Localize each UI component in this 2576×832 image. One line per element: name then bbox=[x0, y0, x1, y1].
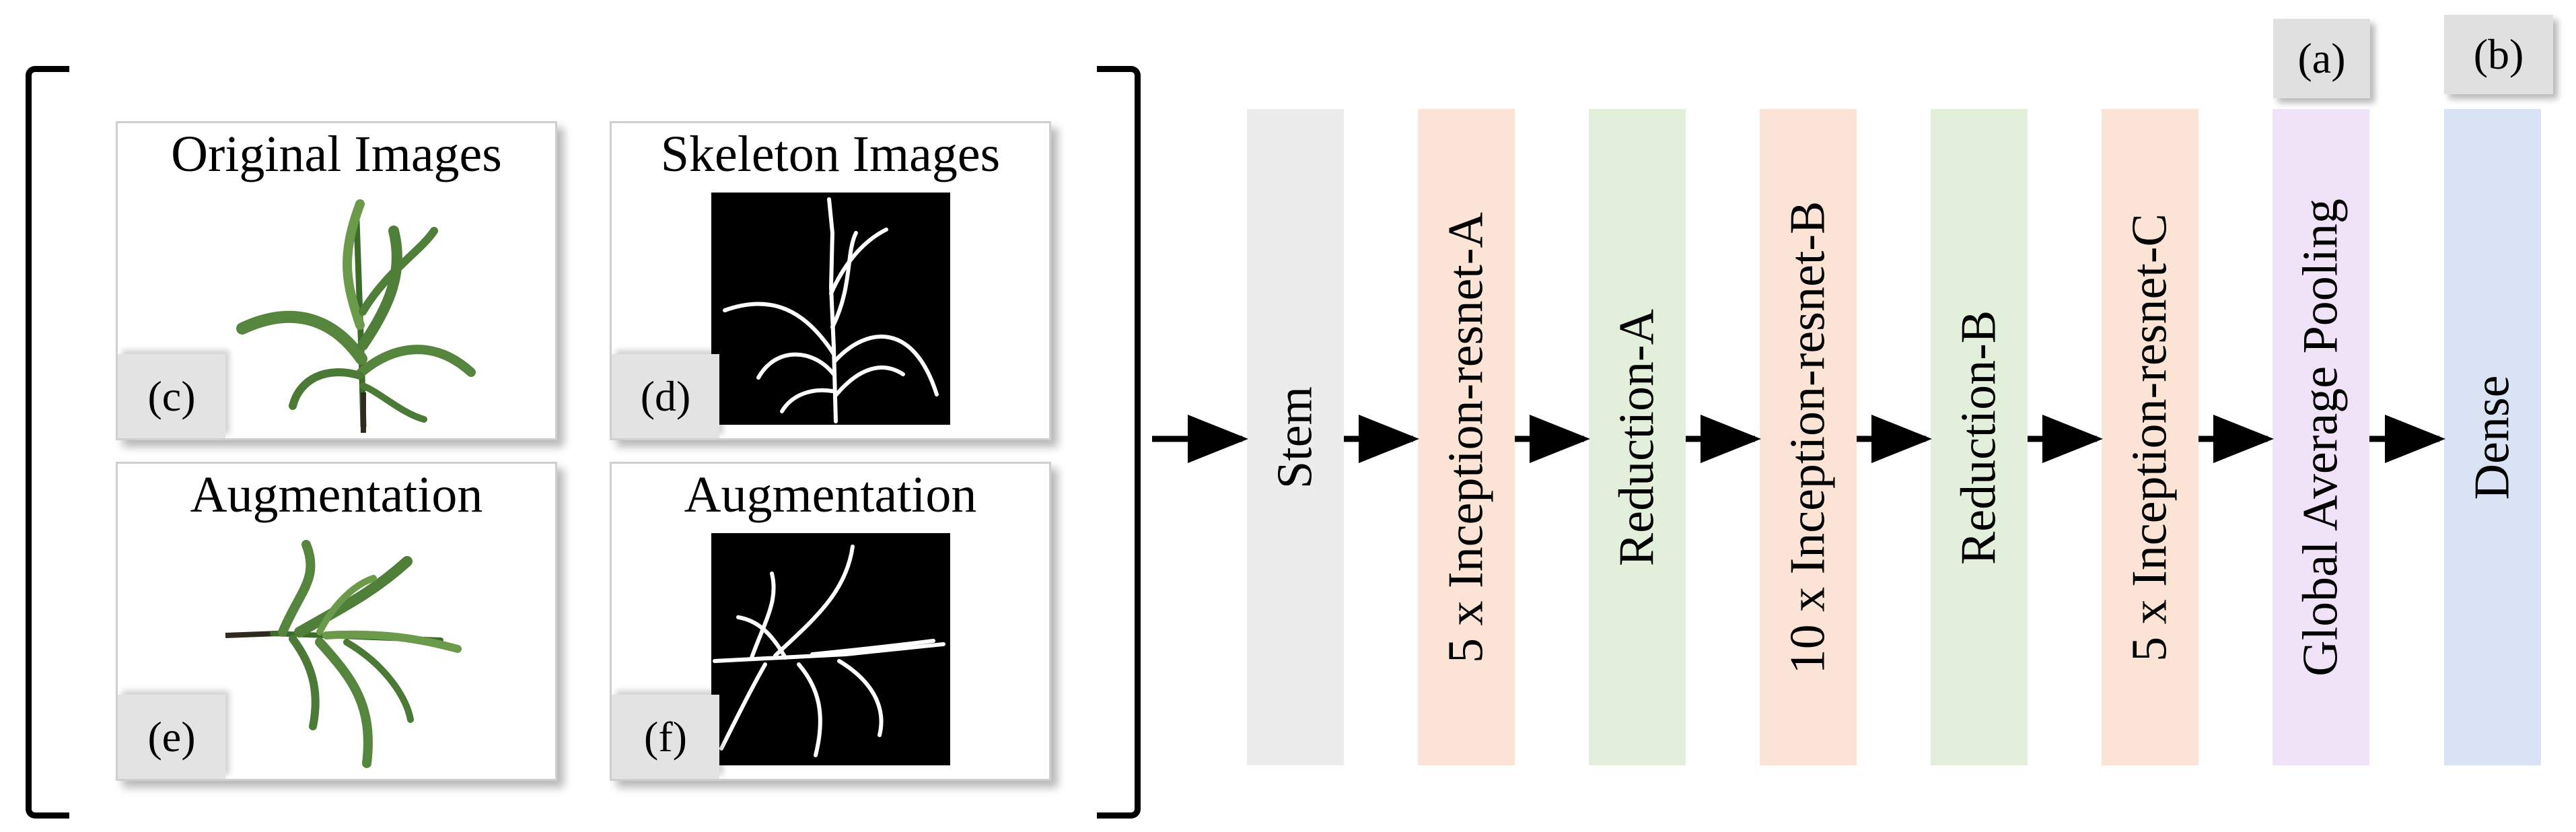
skeleton-image bbox=[711, 193, 950, 425]
block-inception-resnet-c: 5 x Inception-resnet-C bbox=[2102, 109, 2198, 765]
plant-photo bbox=[236, 199, 476, 433]
panel-tag-e: (e) bbox=[118, 695, 225, 779]
right-bracket bbox=[1097, 66, 1141, 819]
block-dense: Dense bbox=[2444, 109, 2541, 765]
block-inception-resnet-b: 10 x Inception-resnet-B bbox=[1760, 109, 1857, 765]
panel-tag-f: (f) bbox=[612, 695, 719, 779]
caption-b: (b) bbox=[2444, 15, 2553, 94]
block-stem: Stem bbox=[1247, 109, 1344, 765]
caption-a: (a) bbox=[2273, 19, 2370, 98]
panel-title: Augmentation bbox=[684, 466, 977, 523]
panel-title: Augmentation bbox=[190, 466, 483, 523]
panel-augmentation-skeleton: Augmentation (f) bbox=[610, 462, 1051, 781]
panel-skeleton-images: Skeleton Images (d) bbox=[610, 121, 1051, 440]
panel-title: Original Images bbox=[171, 126, 502, 182]
panel-augmentation-photo: Augmentation (e) bbox=[116, 462, 557, 781]
panel-original-images: Original Images (c) bbox=[116, 121, 557, 440]
panel-tag-d: (d) bbox=[612, 354, 719, 438]
panel-tag-c: (c) bbox=[118, 354, 225, 438]
block-global-average-pooling: Global Average Pooling bbox=[2273, 109, 2369, 765]
block-inception-resnet-a: 5 x Inception-resnet-A bbox=[1418, 109, 1515, 765]
left-bracket bbox=[26, 66, 69, 819]
augmented-skeleton-image bbox=[711, 533, 950, 765]
augmented-plant-photo bbox=[225, 540, 462, 768]
block-reduction-a: Reduction-A bbox=[1589, 109, 1686, 765]
block-reduction-b: Reduction-B bbox=[1931, 109, 2028, 765]
panel-title: Skeleton Images bbox=[660, 126, 1001, 182]
